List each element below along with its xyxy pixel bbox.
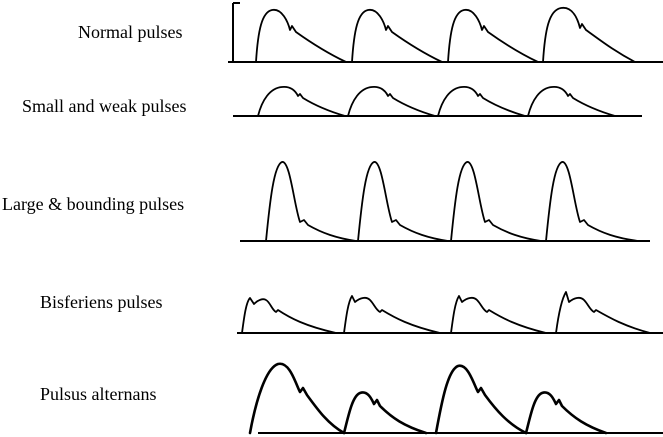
waveform-normal — [228, 2, 663, 63]
row-label-bisferiens: Bisferiens pulses — [40, 292, 162, 312]
baseline-normal — [228, 2, 663, 63]
pulse-normal-3 — [447, 9, 539, 63]
pulse-normal-2 — [351, 9, 443, 63]
pulse-alternans-1-strong — [248, 362, 346, 435]
pulse-large-1 — [265, 161, 357, 242]
waveform-large-bounding — [240, 161, 650, 242]
row-label-large-bounding: Large & bounding pulses — [2, 194, 184, 214]
pulse-small-3 — [437, 86, 526, 117]
pulse-normal-4 — [542, 7, 636, 63]
row-label-normal: Normal pulses — [78, 22, 182, 42]
pulse-alternans-2-weak — [342, 391, 428, 435]
waveform-bisferiens — [237, 291, 663, 334]
pulse-large-3 — [450, 161, 542, 242]
pulse-bisferiens-2 — [343, 295, 441, 334]
row-label-alternans: Pulsus alternans — [40, 384, 157, 404]
pulse-small-4 — [527, 86, 616, 117]
pulse-small-1 — [257, 86, 346, 117]
pulse-large-2 — [357, 161, 449, 242]
pulse-normal-1 — [255, 9, 347, 63]
waveform-alternans — [248, 362, 663, 435]
row-label-small-weak: Small and weak pulses — [22, 96, 186, 116]
pulse-bisferiens-4 — [555, 291, 651, 334]
pulse-large-4 — [545, 161, 639, 242]
pulse-small-2 — [347, 86, 436, 117]
waveform-small-weak — [233, 86, 642, 117]
pulse-alternans-4-weak — [524, 391, 608, 435]
pulse-bisferiens-1 — [241, 297, 337, 334]
pulse-bisferiens-3 — [450, 295, 547, 334]
pulse-alternans-3-strong — [434, 364, 528, 435]
